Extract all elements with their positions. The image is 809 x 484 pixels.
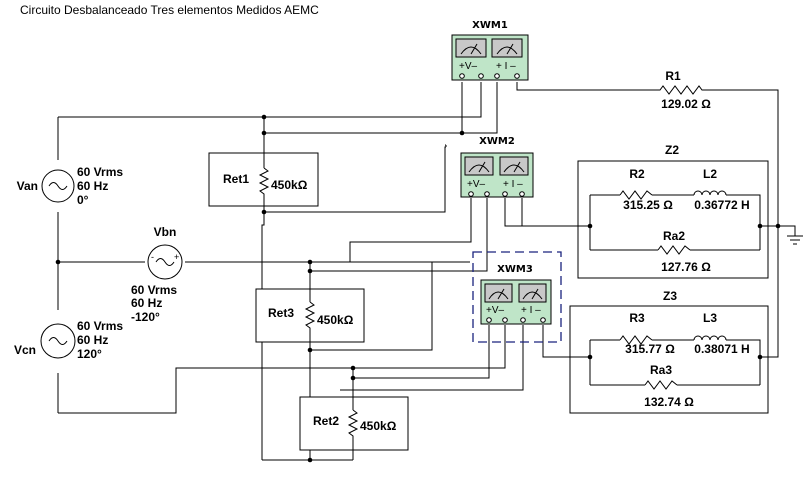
vbn-name: Vbn xyxy=(154,225,177,239)
van-voltage: 60 Vrms xyxy=(77,165,123,179)
xwm3-i-label: + I – xyxy=(521,305,541,316)
ret3[interactable]: Ret3 450kΩ xyxy=(255,288,365,343)
wattmeter-xwm2[interactable]: XWM2 +V– + I – xyxy=(460,136,534,198)
source-vbn[interactable]: - + Vbn 60 Vrms 60 Hz -120° xyxy=(131,225,183,324)
ret2[interactable]: Ret2 450kΩ xyxy=(299,396,409,451)
xwm1-i-label: + I – xyxy=(496,61,516,72)
r3-name: R3 xyxy=(629,311,645,325)
vcn-frequency: 60 Hz xyxy=(77,333,108,347)
impedance-z3[interactable]: Z3 R3 315.77 Ω L3 0.38071 H Ra3 132.74 Ω xyxy=(569,289,769,414)
ret3-value: 450kΩ xyxy=(317,313,354,327)
ra3-value: 132.74 Ω xyxy=(644,395,694,409)
wires xyxy=(57,82,803,461)
xwm2-v-label: +V– xyxy=(467,179,486,190)
xwm3-v-label: +V– xyxy=(486,305,505,316)
wattmeter-xwm3[interactable]: XWM3 +V– + I – xyxy=(472,251,562,343)
source-van[interactable]: Van 60 Vrms 60 Hz 0° xyxy=(17,165,124,207)
ret2-value: 450kΩ xyxy=(360,419,397,433)
l2-name: L2 xyxy=(703,167,717,181)
van-phase: 0° xyxy=(77,193,89,207)
svg-text:-: - xyxy=(151,252,154,262)
ret1[interactable]: Ret1 450kΩ xyxy=(208,152,319,207)
l3-value: 0.38071 H xyxy=(694,342,749,356)
z2-label: Z2 xyxy=(665,143,679,157)
ra3-name: Ra3 xyxy=(650,363,672,377)
ret2-name: Ret2 xyxy=(313,414,339,428)
vcn-phase: 120° xyxy=(77,347,102,361)
r1-name: R1 xyxy=(665,69,681,83)
r3-value: 315.77 Ω xyxy=(625,342,675,356)
xwm1-label: XWM1 xyxy=(472,20,508,31)
r2-name: R2 xyxy=(629,167,645,181)
ret1-name: Ret1 xyxy=(223,172,249,186)
circuit-title: Circuito Desbalanceado Tres elementos Me… xyxy=(20,3,319,17)
impedance-z2[interactable]: Z2 R2 315.25 Ω L2 0.36772 H Ra2 127.76 Ω xyxy=(577,143,769,279)
ret1-value: 450kΩ xyxy=(271,178,308,192)
xwm2-label: XWM2 xyxy=(479,136,515,147)
vbn-frequency: 60 Hz xyxy=(131,296,162,310)
xwm3-label: XWM3 xyxy=(497,264,533,275)
junction-dots xyxy=(55,114,781,463)
l2-value: 0.36772 H xyxy=(694,198,749,212)
svg-text:+: + xyxy=(174,252,179,262)
xwm2-i-label: + I – xyxy=(503,179,523,190)
ra2-name: Ra2 xyxy=(663,229,685,243)
wattmeter-xwm1[interactable]: XWM1 +V– + I – xyxy=(451,20,529,81)
z3-label: Z3 xyxy=(663,289,677,303)
vcn-name: Vcn xyxy=(14,343,36,357)
ra2-value: 127.76 Ω xyxy=(661,260,711,274)
van-frequency: 60 Hz xyxy=(77,179,108,193)
xwm1-v-label: +V– xyxy=(459,61,478,72)
vbn-voltage: 60 Vrms xyxy=(131,283,177,297)
ret3-name: Ret3 xyxy=(268,306,294,320)
l3-name: L3 xyxy=(703,311,717,325)
r2-value: 315.25 Ω xyxy=(623,198,673,212)
van-name: Van xyxy=(17,179,38,193)
source-vcn[interactable]: Vcn 60 Vrms 60 Hz 120° xyxy=(14,319,123,361)
vcn-voltage: 60 Vrms xyxy=(77,319,123,333)
vbn-phase: -120° xyxy=(131,310,160,324)
r1-value: 129.02 Ω xyxy=(661,97,711,111)
resistor-r1[interactable]: R1 129.02 Ω xyxy=(650,69,730,111)
